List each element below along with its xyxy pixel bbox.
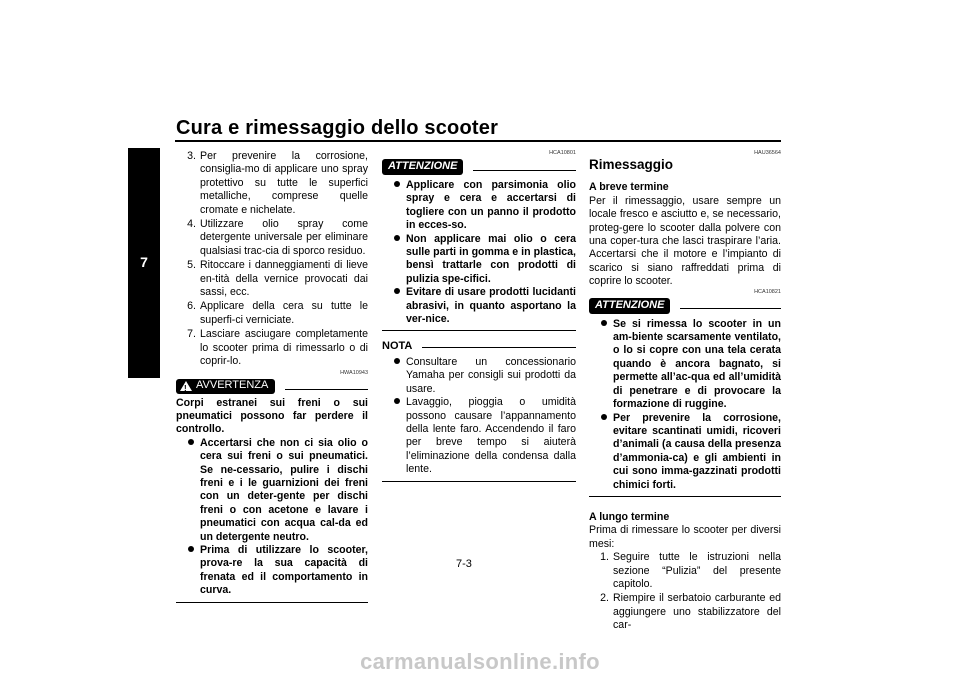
- bullet-icon: [394, 286, 406, 326]
- bullet-icon: [394, 396, 406, 476]
- section-title: Rimessaggio: [589, 157, 674, 172]
- nota-end-line: [382, 480, 576, 482]
- nota-label: NOTA: [382, 340, 413, 353]
- step-item: 5.Ritoccare i danneggiamenti di lieve en…: [187, 259, 368, 299]
- step-item: 4.Utilizzare olio spray come detergente …: [187, 218, 368, 257]
- warning-lead: Corpi estranei sui freni o sui pneumatic…: [176, 396, 368, 436]
- chapter-tab: 7: [128, 148, 160, 378]
- short-term-title: A breve termine: [589, 181, 669, 194]
- step-item: 3.Per prevenire la corrosione, consiglia…: [187, 150, 368, 216]
- nota-bullet: Consultare un concessionario Yamaha per …: [382, 356, 576, 396]
- long-term-title: A lungo termine: [589, 510, 670, 523]
- attention-badge: ATTENZIONE: [589, 297, 671, 314]
- chapter-number: 7: [140, 254, 148, 270]
- warning-code: HWA10943: [340, 369, 368, 376]
- bullet-icon: [601, 412, 613, 492]
- warning-label: AVVERTENZA: [196, 379, 269, 392]
- page-number: 7-3: [456, 558, 472, 570]
- warning-badge: AVVERTENZA: [176, 378, 276, 395]
- warning-header: AVVERTENZA: [176, 378, 368, 395]
- attention-header: ATTENZIONE: [589, 297, 781, 314]
- column-2: HCA10801 ATTENZIONE Applicare con parsim…: [382, 150, 576, 482]
- attention-header-line: [680, 308, 781, 310]
- attention-badge: ATTENZIONE: [382, 159, 464, 175]
- attention-header-line: [473, 169, 576, 171]
- step-item: 7.Lasciare asciugare completamente lo sc…: [187, 328, 368, 368]
- section-code: HAU36564: [754, 150, 781, 156]
- bullet-icon: [394, 179, 406, 233]
- attention-bullet: Se si rimessa lo scooter in un am-biente…: [589, 318, 781, 412]
- warning-bullet: Prima di utilizzare lo scooter, prova-re…: [176, 544, 368, 598]
- short-term-text: Per il rimessaggio, usare sempre un loca…: [589, 194, 781, 288]
- column-1: 3.Per prevenire la corrosione, consiglia…: [176, 150, 368, 603]
- bullet-icon: [188, 544, 200, 598]
- attention-code: HCA10821: [754, 288, 781, 295]
- attention-code: HCA10801: [549, 150, 576, 156]
- attention-end-line: [382, 330, 576, 332]
- footer-watermark[interactable]: carmanualsonline.info: [360, 649, 600, 674]
- page-title: Cura e rimessaggio dello scooter: [176, 117, 499, 139]
- nota-bullet: Lavaggio, pioggia o umidità possono caus…: [382, 396, 576, 476]
- attention-bullet: Per prevenire la corrosione, evitare sca…: [589, 412, 781, 492]
- attention-header: ATTENZIONE: [382, 159, 576, 175]
- bullet-icon: [394, 356, 406, 396]
- step-item: 6.Applicare della cera su tutte le super…: [187, 300, 368, 326]
- steps-list: 3.Per prevenire la corrosione, consiglia…: [176, 150, 368, 369]
- attention-bullet: Non applicare mai olio o cera sulle part…: [382, 233, 576, 287]
- long-term-text: Prima di rimessare lo scooter per divers…: [589, 524, 781, 550]
- step-item: 2.Riempire il serbatoio carburante ed ag…: [600, 592, 781, 632]
- bullet-icon: [394, 233, 406, 287]
- attention-bullet: Applicare con parsimonia olio spray e ce…: [382, 179, 576, 233]
- step-item: 1.Seguire tutte le istruzioni nella sezi…: [600, 551, 781, 590]
- column-3: HAU36564 Rimessaggio A breve termine Per…: [589, 150, 781, 634]
- attention-end-line: [589, 495, 781, 497]
- bullet-icon: [188, 437, 200, 544]
- title-rule: [175, 140, 781, 142]
- warning-end-line: [176, 601, 368, 603]
- nota-header-line: [422, 347, 576, 349]
- warning-header-line: [285, 388, 368, 390]
- bullet-icon: [601, 318, 613, 412]
- attention-bullet: Evitare di usare prodotti lucidanti abra…: [382, 286, 576, 326]
- warning-triangle-icon: [180, 381, 192, 395]
- warning-bullet: Accertarsi che non ci sia olio o cera su…: [176, 437, 368, 544]
- nota-header: NOTA: [382, 340, 576, 353]
